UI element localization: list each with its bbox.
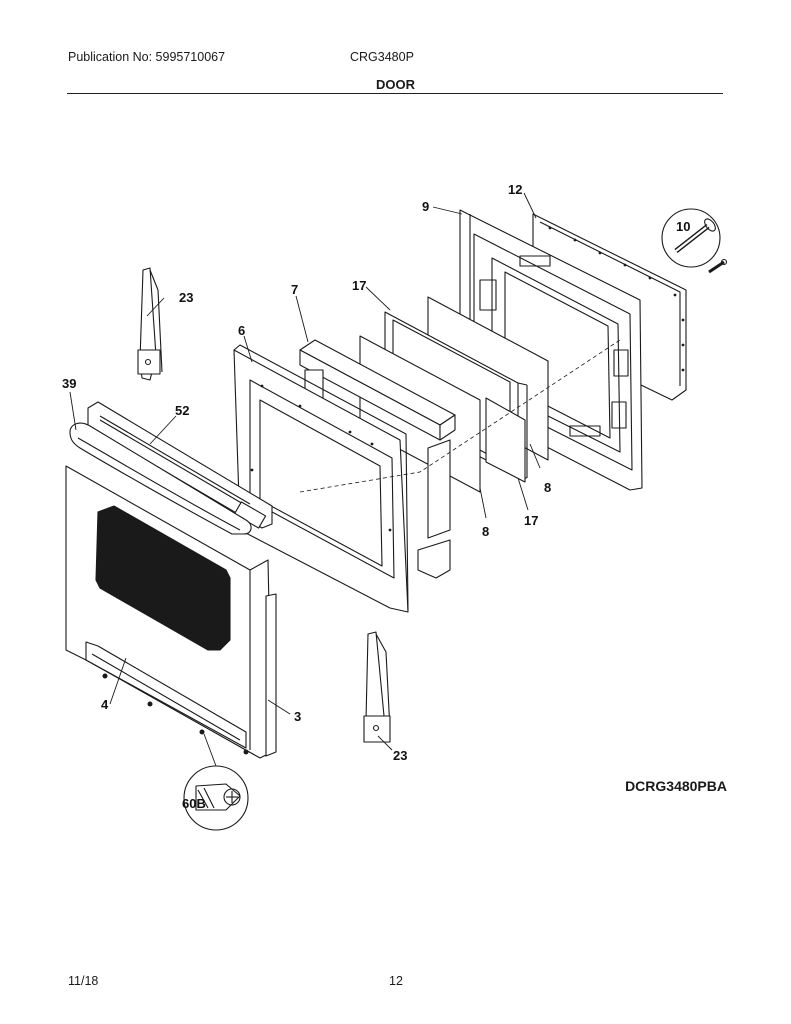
section-title: DOOR	[376, 77, 415, 92]
part-7-insulation	[299, 339, 456, 579]
callout-8-right: 8	[544, 480, 551, 495]
part-3-outer-door	[65, 465, 277, 759]
header-divider	[67, 93, 723, 94]
part-52-handle-bracket	[87, 401, 273, 529]
callout-23-top: 23	[179, 290, 193, 305]
door-screws	[102, 673, 249, 755]
callout-17-top: 17	[352, 278, 366, 293]
callout-12: 12	[508, 182, 522, 197]
callout-52: 52	[175, 403, 189, 418]
callout-8-mid: 8	[482, 524, 489, 539]
callout-10: 10	[676, 219, 690, 234]
callout-9: 9	[422, 199, 429, 214]
callout-60b: 60B	[182, 796, 206, 811]
diagram-code: DCRG3480PBA	[625, 778, 727, 794]
callout-4: 4	[101, 697, 109, 712]
part-23-hinge-bottom	[363, 631, 391, 743]
part-6-door-frame	[233, 344, 409, 613]
leader-lines	[69, 192, 541, 767]
callout-23-bottom: 23	[393, 748, 407, 763]
part-39-handle	[69, 422, 252, 535]
callout-39: 39	[62, 376, 76, 391]
footer-page-number: 12	[389, 974, 403, 988]
model-number: CRG3480P	[350, 50, 414, 64]
part-10-screw-circle	[661, 208, 728, 274]
part-4-lower-trim	[85, 641, 247, 749]
callout-17-bottom: 17	[524, 513, 538, 528]
alignment-line	[299, 339, 621, 493]
publication-number: Publication No: 5995710067	[68, 50, 226, 64]
footer-date: 11/18	[68, 974, 99, 988]
callout-6: 6	[238, 323, 245, 338]
part-60b-screw-circle	[183, 765, 249, 831]
callout-7: 7	[291, 282, 298, 297]
callout-3: 3	[294, 709, 301, 724]
part-23-hinge-top	[137, 267, 163, 381]
